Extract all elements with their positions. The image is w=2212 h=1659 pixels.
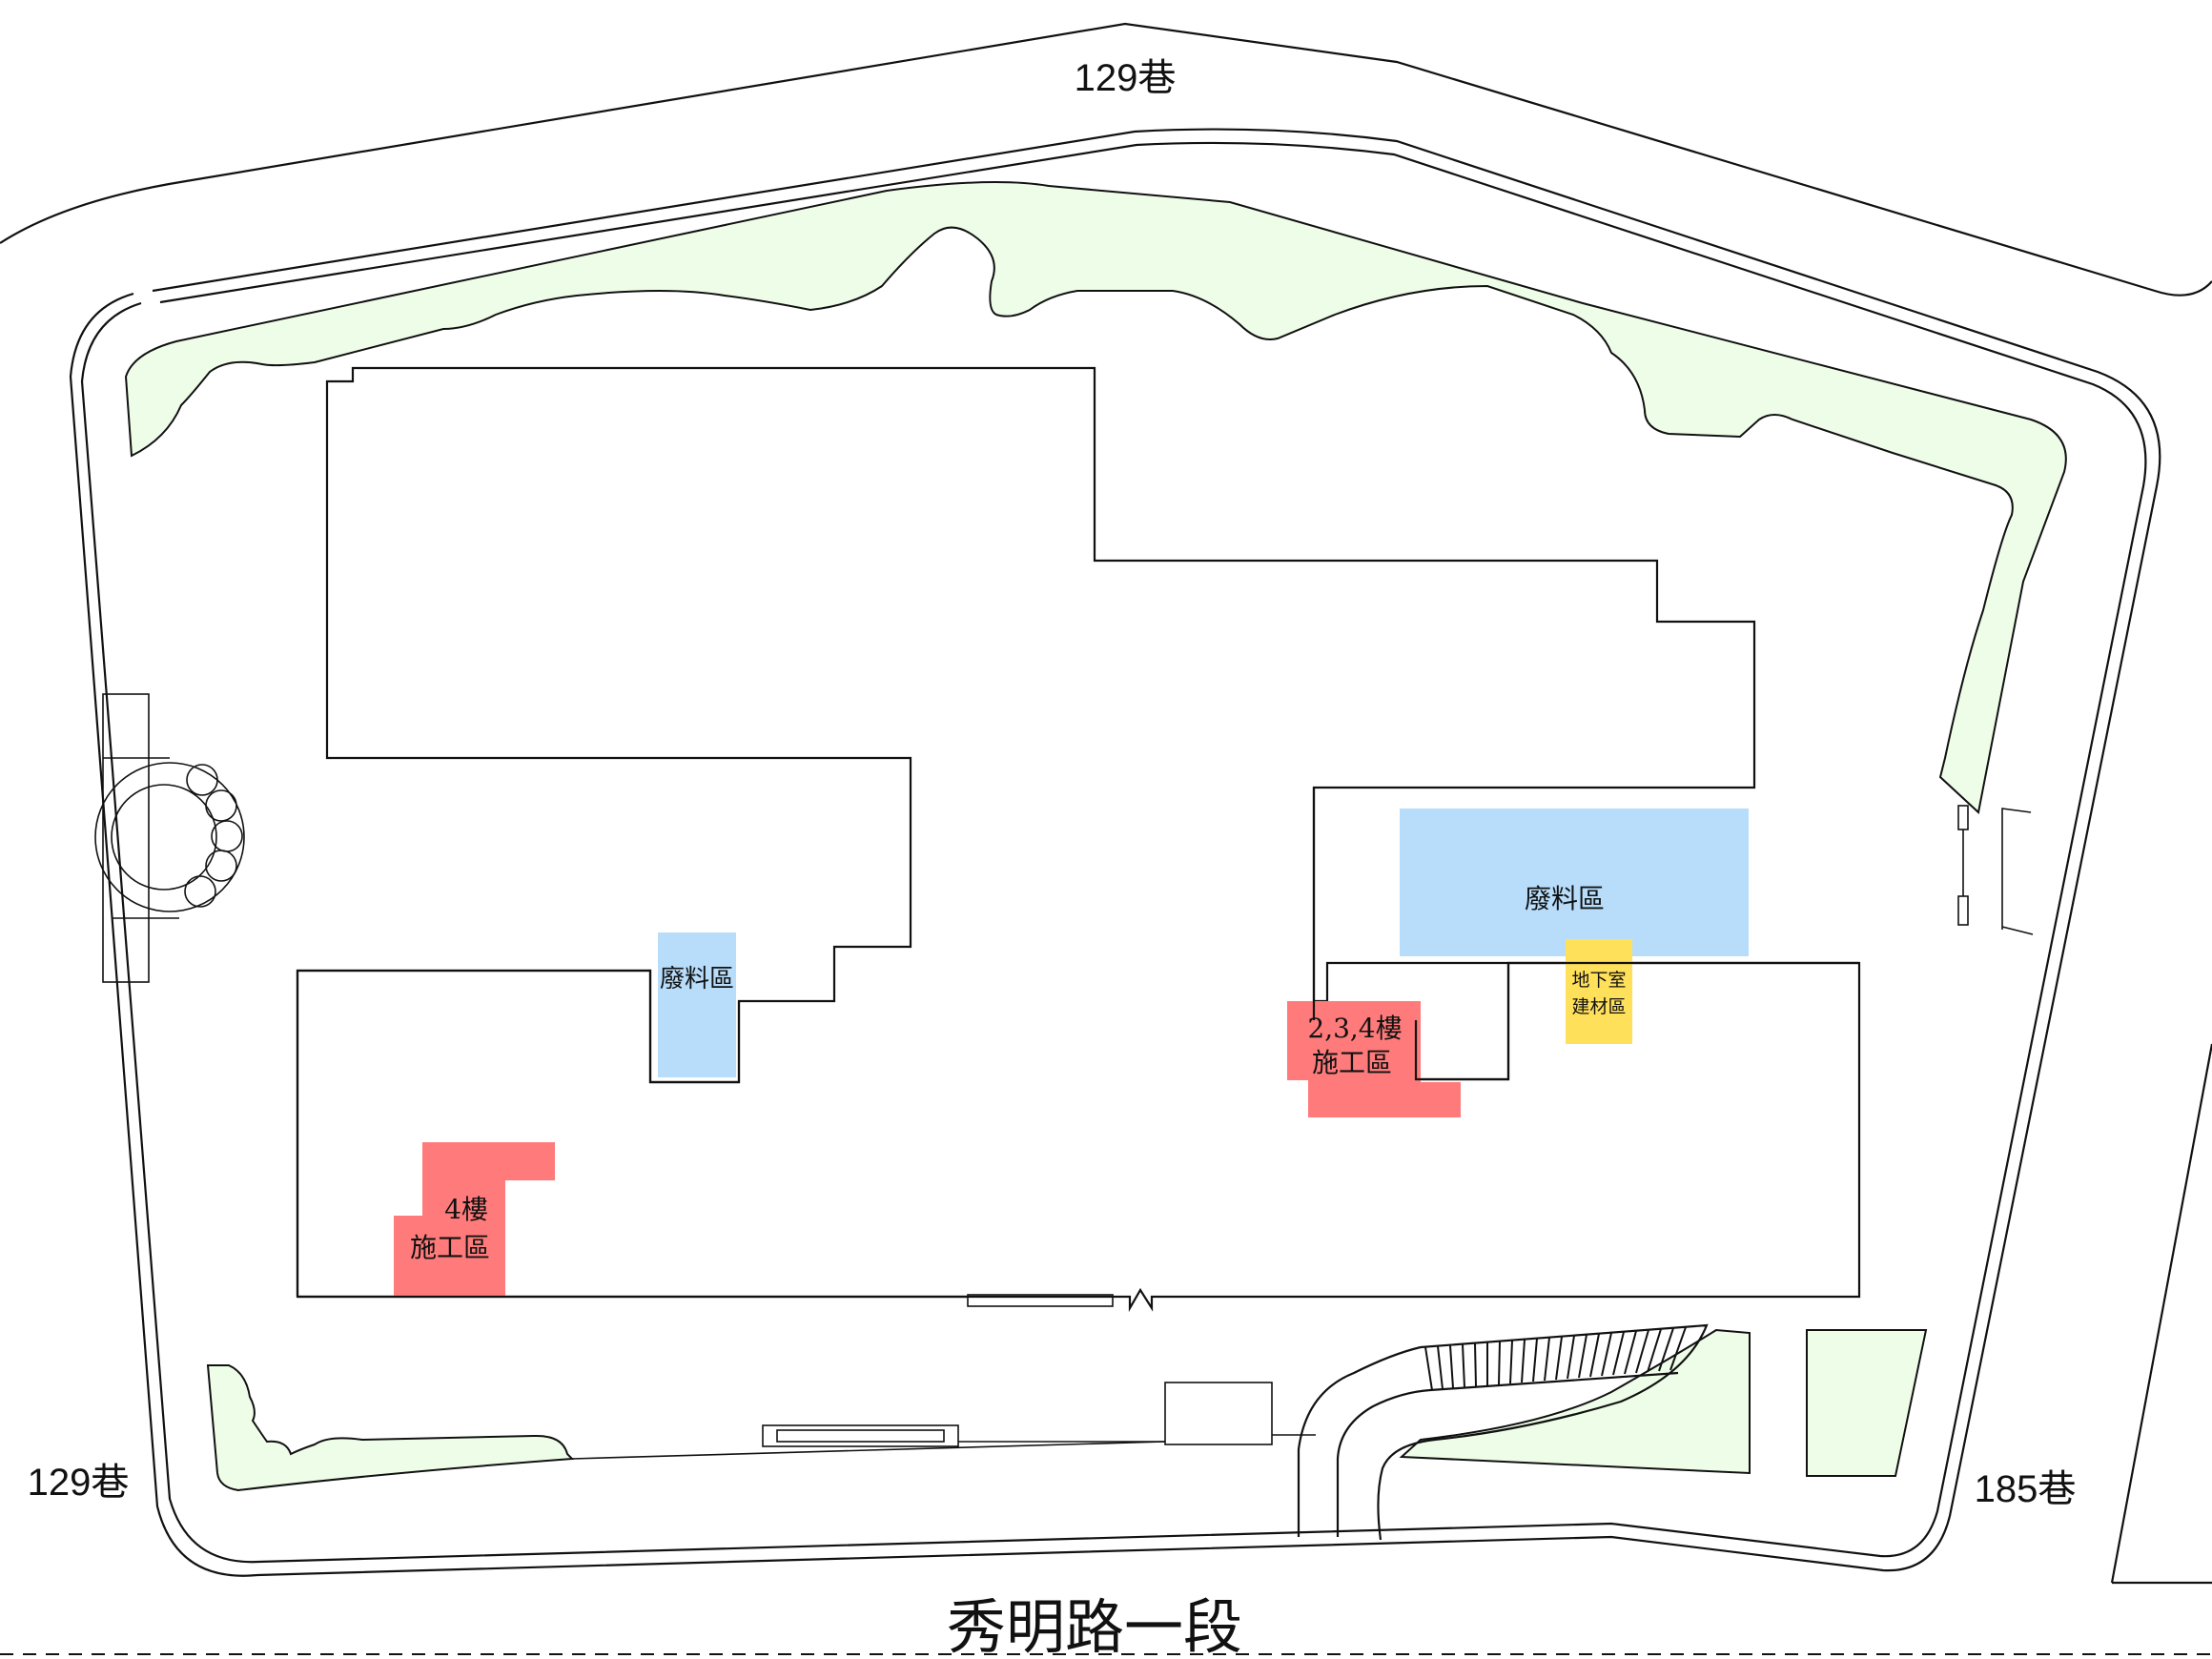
- basement-label-line2: 建材區: [1571, 996, 1626, 1017]
- green-area-ramp: [1399, 1328, 1751, 1475]
- east-gate: [2001, 808, 2034, 935]
- work-234-label-line2: 施工區: [1312, 1047, 1392, 1078]
- west-gate-frame: [102, 693, 150, 983]
- waste-area-right-label: 廢料區: [1525, 883, 1605, 914]
- basement-material-area: [1566, 939, 1632, 1044]
- waste-area-right: [1400, 809, 1749, 956]
- entrance-strip: [967, 1294, 1114, 1307]
- work-area-234: [1287, 1001, 1461, 1117]
- south-fence-line: [571, 1441, 1166, 1460]
- green-area-southeast: [1806, 1329, 1928, 1477]
- outer-street-edge: [0, 22, 2212, 297]
- road-label-left: 129巷: [28, 1462, 130, 1504]
- road-label-bottom: 秀明路一段: [947, 1592, 1242, 1659]
- planter-circle: [205, 850, 237, 882]
- basement-label-line1: 地下室: [1571, 970, 1626, 991]
- ramp-hatching: [1424, 1326, 1687, 1391]
- planter-circle: [205, 789, 237, 822]
- planter-circle: [186, 764, 218, 796]
- waste-area-left: [658, 932, 736, 1077]
- driveway-ramp-inner: [1336, 1371, 1679, 1537]
- right-street-edge: [2110, 1043, 2212, 1584]
- east-gate-post: [1957, 895, 1969, 926]
- planter-circle: [184, 875, 216, 908]
- green-area-southwest: [206, 1364, 575, 1492]
- work-4-label-line2: 施工區: [410, 1232, 490, 1263]
- work-234-label-line1: 2,3,4樓: [1307, 1013, 1402, 1044]
- gate-structure: [762, 1424, 959, 1447]
- waste-area-left-label: 廢料區: [660, 965, 734, 993]
- work-area-4: [394, 1142, 555, 1297]
- site-boundary-outer: [69, 128, 2161, 1577]
- site-boundary-inner: [80, 141, 2147, 1564]
- fountain-circle: [111, 784, 217, 891]
- driveway-ramp-outer: [1297, 1323, 1709, 1541]
- road-label-top: 129巷: [1075, 57, 1177, 99]
- gate-structure-inner: [776, 1429, 945, 1443]
- fountain-ring: [94, 762, 245, 912]
- road-label-right: 185巷: [1975, 1468, 2077, 1510]
- work-4-label-line1: 4樓: [444, 1194, 488, 1225]
- green-area-north: [124, 181, 2067, 814]
- building-outline-overlay: [296, 788, 1859, 1297]
- east-gate-post: [1957, 805, 1969, 830]
- guard-house: [1164, 1382, 1273, 1445]
- building-outline: [296, 366, 1861, 1313]
